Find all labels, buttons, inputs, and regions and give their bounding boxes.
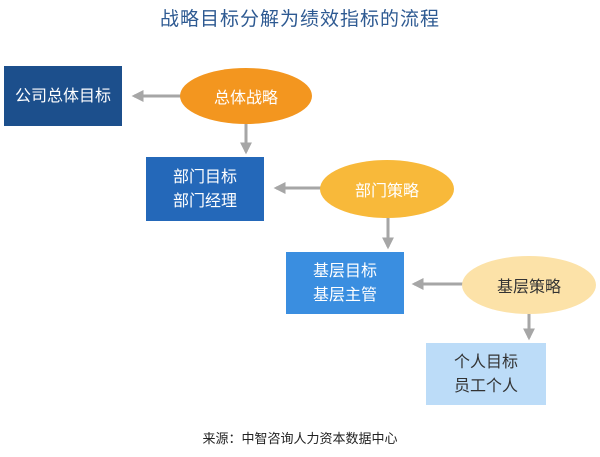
overall-strategy-oval: 总体战略 bbox=[180, 68, 312, 124]
dept-strategy-oval: 部门策略 bbox=[320, 160, 454, 218]
dept-goal-line-1: 部门目标 bbox=[172, 167, 237, 186]
base-goal-box: 基层目标 基层主管 bbox=[286, 252, 404, 314]
overall-strategy-label: 总体战略 bbox=[213, 88, 278, 107]
diagram-title: 战略目标分解为绩效指标的流程 bbox=[159, 8, 440, 30]
company-goal-label: 公司总体目标 bbox=[14, 86, 111, 105]
source-caption: 来源：中智咨询人力资本数据中心 bbox=[202, 432, 398, 447]
personal-goal-line-2: 员工个人 bbox=[453, 376, 518, 395]
base-goal-line-1: 基层目标 bbox=[312, 261, 377, 280]
base-goal-line-2: 基层主管 bbox=[312, 285, 377, 304]
base-strategy-label: 基层策略 bbox=[496, 277, 561, 296]
personal-goal-box: 个人目标 员工个人 bbox=[426, 343, 546, 405]
base-strategy-oval: 基层策略 bbox=[462, 256, 596, 314]
dept-strategy-label: 部门策略 bbox=[354, 181, 419, 200]
dept-goal-box: 部门目标 部门经理 bbox=[146, 157, 264, 221]
dept-goal-line-2: 部门经理 bbox=[172, 191, 237, 210]
personal-goal-line-1: 个人目标 bbox=[453, 352, 518, 371]
company-goal-box: 公司总体目标 bbox=[4, 66, 122, 126]
